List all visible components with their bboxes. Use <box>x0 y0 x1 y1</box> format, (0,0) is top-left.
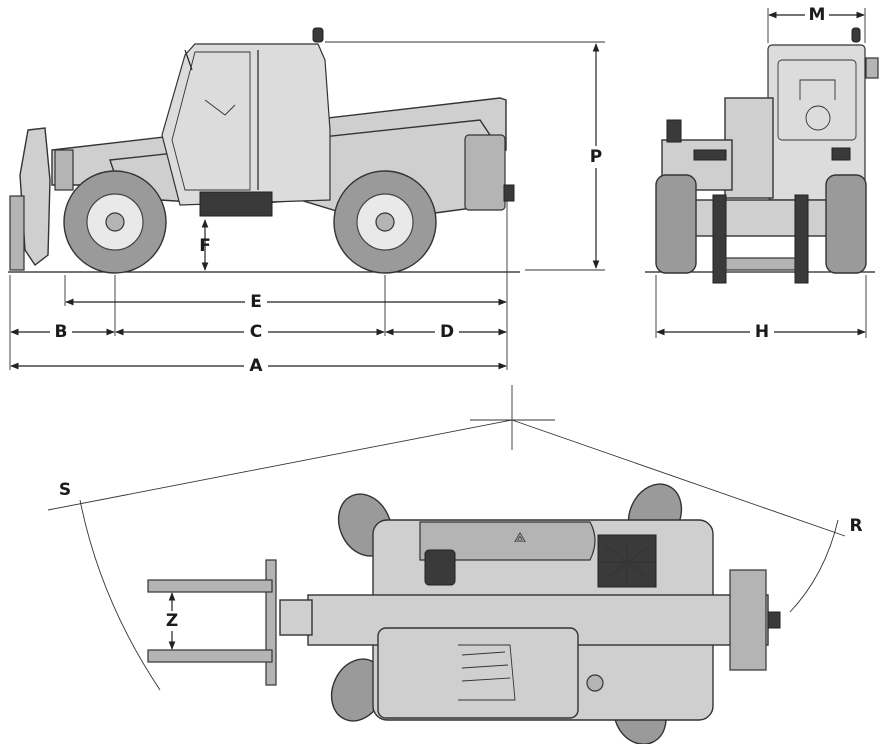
front-light-right <box>831 147 851 161</box>
label-d: D <box>440 322 454 342</box>
label-c: C <box>250 322 262 342</box>
top-fork-lower <box>147 649 273 663</box>
front-fork-right <box>794 194 809 284</box>
fork-carriage <box>19 127 51 267</box>
top-cab-vents <box>461 651 511 682</box>
c-label-bg <box>244 322 268 342</box>
front-windscreen <box>777 59 857 141</box>
front-light-left <box>693 149 727 161</box>
label-e: E <box>250 292 262 312</box>
front-wheel-hub <box>105 212 125 232</box>
b-label-bg <box>50 322 72 342</box>
brand-logo-icon: ⟁ <box>514 530 527 546</box>
front-seat <box>799 79 836 100</box>
front-mirror <box>865 57 879 79</box>
front-fork-left <box>712 194 727 284</box>
e-label-bg <box>245 292 267 312</box>
top-fork-upper <box>147 579 273 593</box>
boom-head <box>54 149 74 191</box>
rear-hitch <box>503 184 515 202</box>
top-carriage-plate <box>265 559 277 686</box>
p-label-bg <box>586 146 606 168</box>
label-a: A <box>249 356 263 376</box>
label-p: P <box>590 147 602 167</box>
cab-door-window <box>171 51 251 191</box>
label-b: B <box>55 322 68 342</box>
top-fuel-cap <box>586 674 604 692</box>
mirror <box>184 49 193 71</box>
front-view: M H <box>645 5 879 342</box>
label-z: Z <box>166 611 178 631</box>
a-label-bg <box>244 356 268 376</box>
front-fork-bar <box>725 257 796 271</box>
d-label-bg <box>435 322 459 342</box>
front-boom <box>724 97 774 199</box>
top-rear-counterweight <box>729 569 767 671</box>
s-radius-line <box>47 419 513 511</box>
label-f: F <box>199 236 211 256</box>
label-m: M <box>809 5 826 25</box>
fork-blade <box>9 195 25 271</box>
rear-wheel-hub <box>375 212 395 232</box>
front-mirror-left <box>666 119 682 143</box>
cab <box>161 43 331 206</box>
z-label-bg <box>162 611 182 631</box>
top-engine-hood <box>419 521 596 561</box>
rear-counterweight <box>464 134 506 211</box>
top-cab-grid <box>458 644 516 701</box>
top-tank <box>424 549 456 586</box>
front-tyre-right <box>825 174 867 274</box>
beacon-icon <box>312 27 324 43</box>
label-s: S <box>59 480 71 500</box>
side-view: P F E B C D A <box>8 27 606 376</box>
front-steering-wheel <box>805 105 831 131</box>
s-arc <box>79 499 161 691</box>
top-rear-hitch <box>767 611 781 629</box>
steering-wheel <box>204 99 236 116</box>
front-beacon-icon <box>851 27 861 43</box>
top-cab-roof <box>377 627 579 719</box>
top-view: S R ⟁ Z <box>47 385 863 744</box>
top-radiator-fan <box>600 540 655 585</box>
h-label-bg <box>750 322 774 342</box>
r-radius-line <box>511 419 846 537</box>
label-r: R <box>849 516 862 536</box>
step <box>199 191 273 217</box>
r-arc <box>789 519 839 613</box>
top-boom-head <box>279 599 313 636</box>
m-label-bg <box>805 5 829 25</box>
label-h: H <box>755 322 769 342</box>
front-tyre-left <box>655 174 697 274</box>
